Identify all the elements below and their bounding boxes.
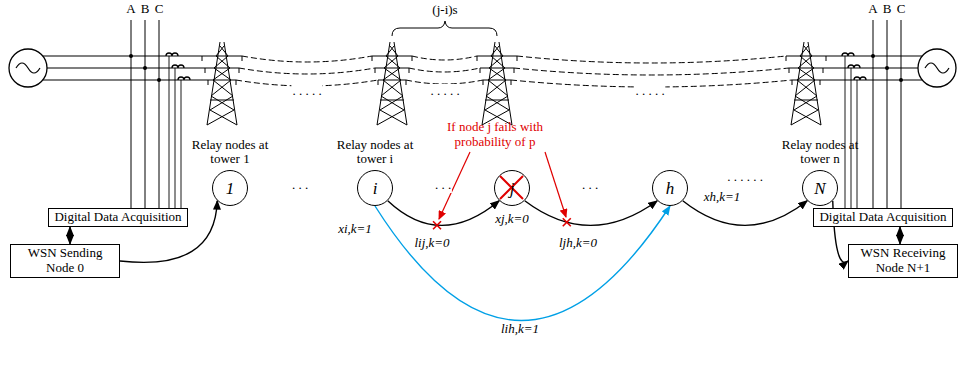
line-art — [202, 42, 242, 125]
relay-circle: j — [494, 170, 530, 206]
connector-arrow — [683, 201, 808, 226]
span-brace — [392, 21, 497, 36]
generator-symbol — [9, 49, 47, 87]
label: . . . . . — [291, 84, 322, 99]
line-art — [157, 78, 161, 82]
label: C — [154, 2, 165, 17]
line-art — [885, 66, 889, 70]
label: If node j fails with probability of p — [429, 120, 561, 150]
current-transformer — [842, 53, 866, 80]
process-box: WSN Receiving Node N+1 — [848, 244, 958, 278]
failure-mark — [563, 218, 571, 226]
label: xi,k=1 — [337, 222, 373, 237]
generator-symbol — [918, 49, 956, 87]
process-box: Digital Data Acquisition — [813, 208, 952, 227]
label: B — [882, 2, 893, 17]
current-transformer — [166, 53, 190, 80]
ct-lead — [169, 56, 181, 208]
ct-lead — [845, 56, 857, 208]
relay-node: Relay nodes at tower i i — [327, 138, 423, 206]
failure-mark — [433, 221, 441, 229]
label: C — [896, 2, 907, 17]
line-art — [786, 42, 826, 125]
process-box: WSN Sending Node 0 — [10, 244, 120, 278]
box-text: Digital Data Acquisition — [819, 210, 946, 225]
failure-cross — [500, 176, 523, 199]
connector-arrow — [525, 201, 658, 226]
failure-leader — [545, 152, 566, 217]
node-heading: Relay nodes at tower i — [327, 138, 423, 170]
line-art — [236, 56, 378, 86]
relay-node: Relay nodes at tower 1 1 — [182, 138, 278, 206]
label: . . . — [434, 178, 452, 193]
connector-arrow — [375, 206, 670, 321]
phase-wire — [820, 56, 922, 80]
label: . . . . . — [429, 84, 460, 99]
label: . . . — [581, 178, 599, 193]
relay-circle: h — [652, 170, 688, 206]
box-text: WSN Receiving Node N+1 — [854, 246, 952, 276]
label: (j-i)s — [431, 3, 458, 18]
generator-wave — [925, 63, 949, 73]
conductor — [236, 56, 792, 87]
relay-circle: N — [802, 170, 838, 206]
line-art — [871, 54, 875, 58]
connector-arrow — [69, 227, 70, 244]
bus-line — [131, 20, 159, 208]
edge-label: ljh,k=0 — [558, 236, 598, 251]
label: . . . . . . — [726, 170, 764, 185]
relay-node: Relay nodes at tower n N — [772, 138, 868, 206]
node-label: i — [373, 180, 378, 197]
node-heading: Relay nodes at tower 1 — [182, 138, 278, 170]
connector-arrow — [899, 227, 900, 244]
node-label: N — [814, 180, 825, 197]
relay-circle: i — [357, 170, 393, 206]
node-label: h — [666, 180, 675, 197]
generator-wave — [16, 63, 40, 73]
edge-label: lih,k=1 — [500, 322, 540, 337]
bus-line — [873, 20, 901, 208]
box-text: WSN Sending Node 0 — [16, 246, 114, 276]
line-art — [899, 78, 903, 82]
node-label: j — [510, 180, 515, 197]
label: . . . . . — [634, 84, 665, 99]
relay-circle: 1 — [212, 170, 248, 206]
line-art — [372, 42, 412, 125]
box-text: Digital Data Acquisition — [54, 210, 181, 225]
edge-label: lij,k=0 — [413, 236, 450, 251]
label: . . . — [291, 178, 309, 193]
label: xh,k=1 — [703, 190, 742, 205]
line-art — [477, 42, 517, 125]
connector-arrow — [388, 201, 500, 226]
line-art — [511, 56, 792, 87]
node-heading: Relay nodes at tower n — [772, 138, 868, 170]
relay-node: j — [464, 170, 560, 206]
label: xj,k=0 — [494, 212, 530, 227]
node-label: 1 — [226, 180, 235, 197]
label: A — [867, 2, 878, 17]
line-art — [406, 56, 483, 84]
phase-wire — [43, 56, 208, 80]
line-art — [143, 66, 147, 70]
label: A — [125, 2, 136, 17]
process-box: Digital Data Acquisition — [48, 208, 187, 227]
line-art — [129, 54, 133, 58]
label: B — [140, 2, 151, 17]
